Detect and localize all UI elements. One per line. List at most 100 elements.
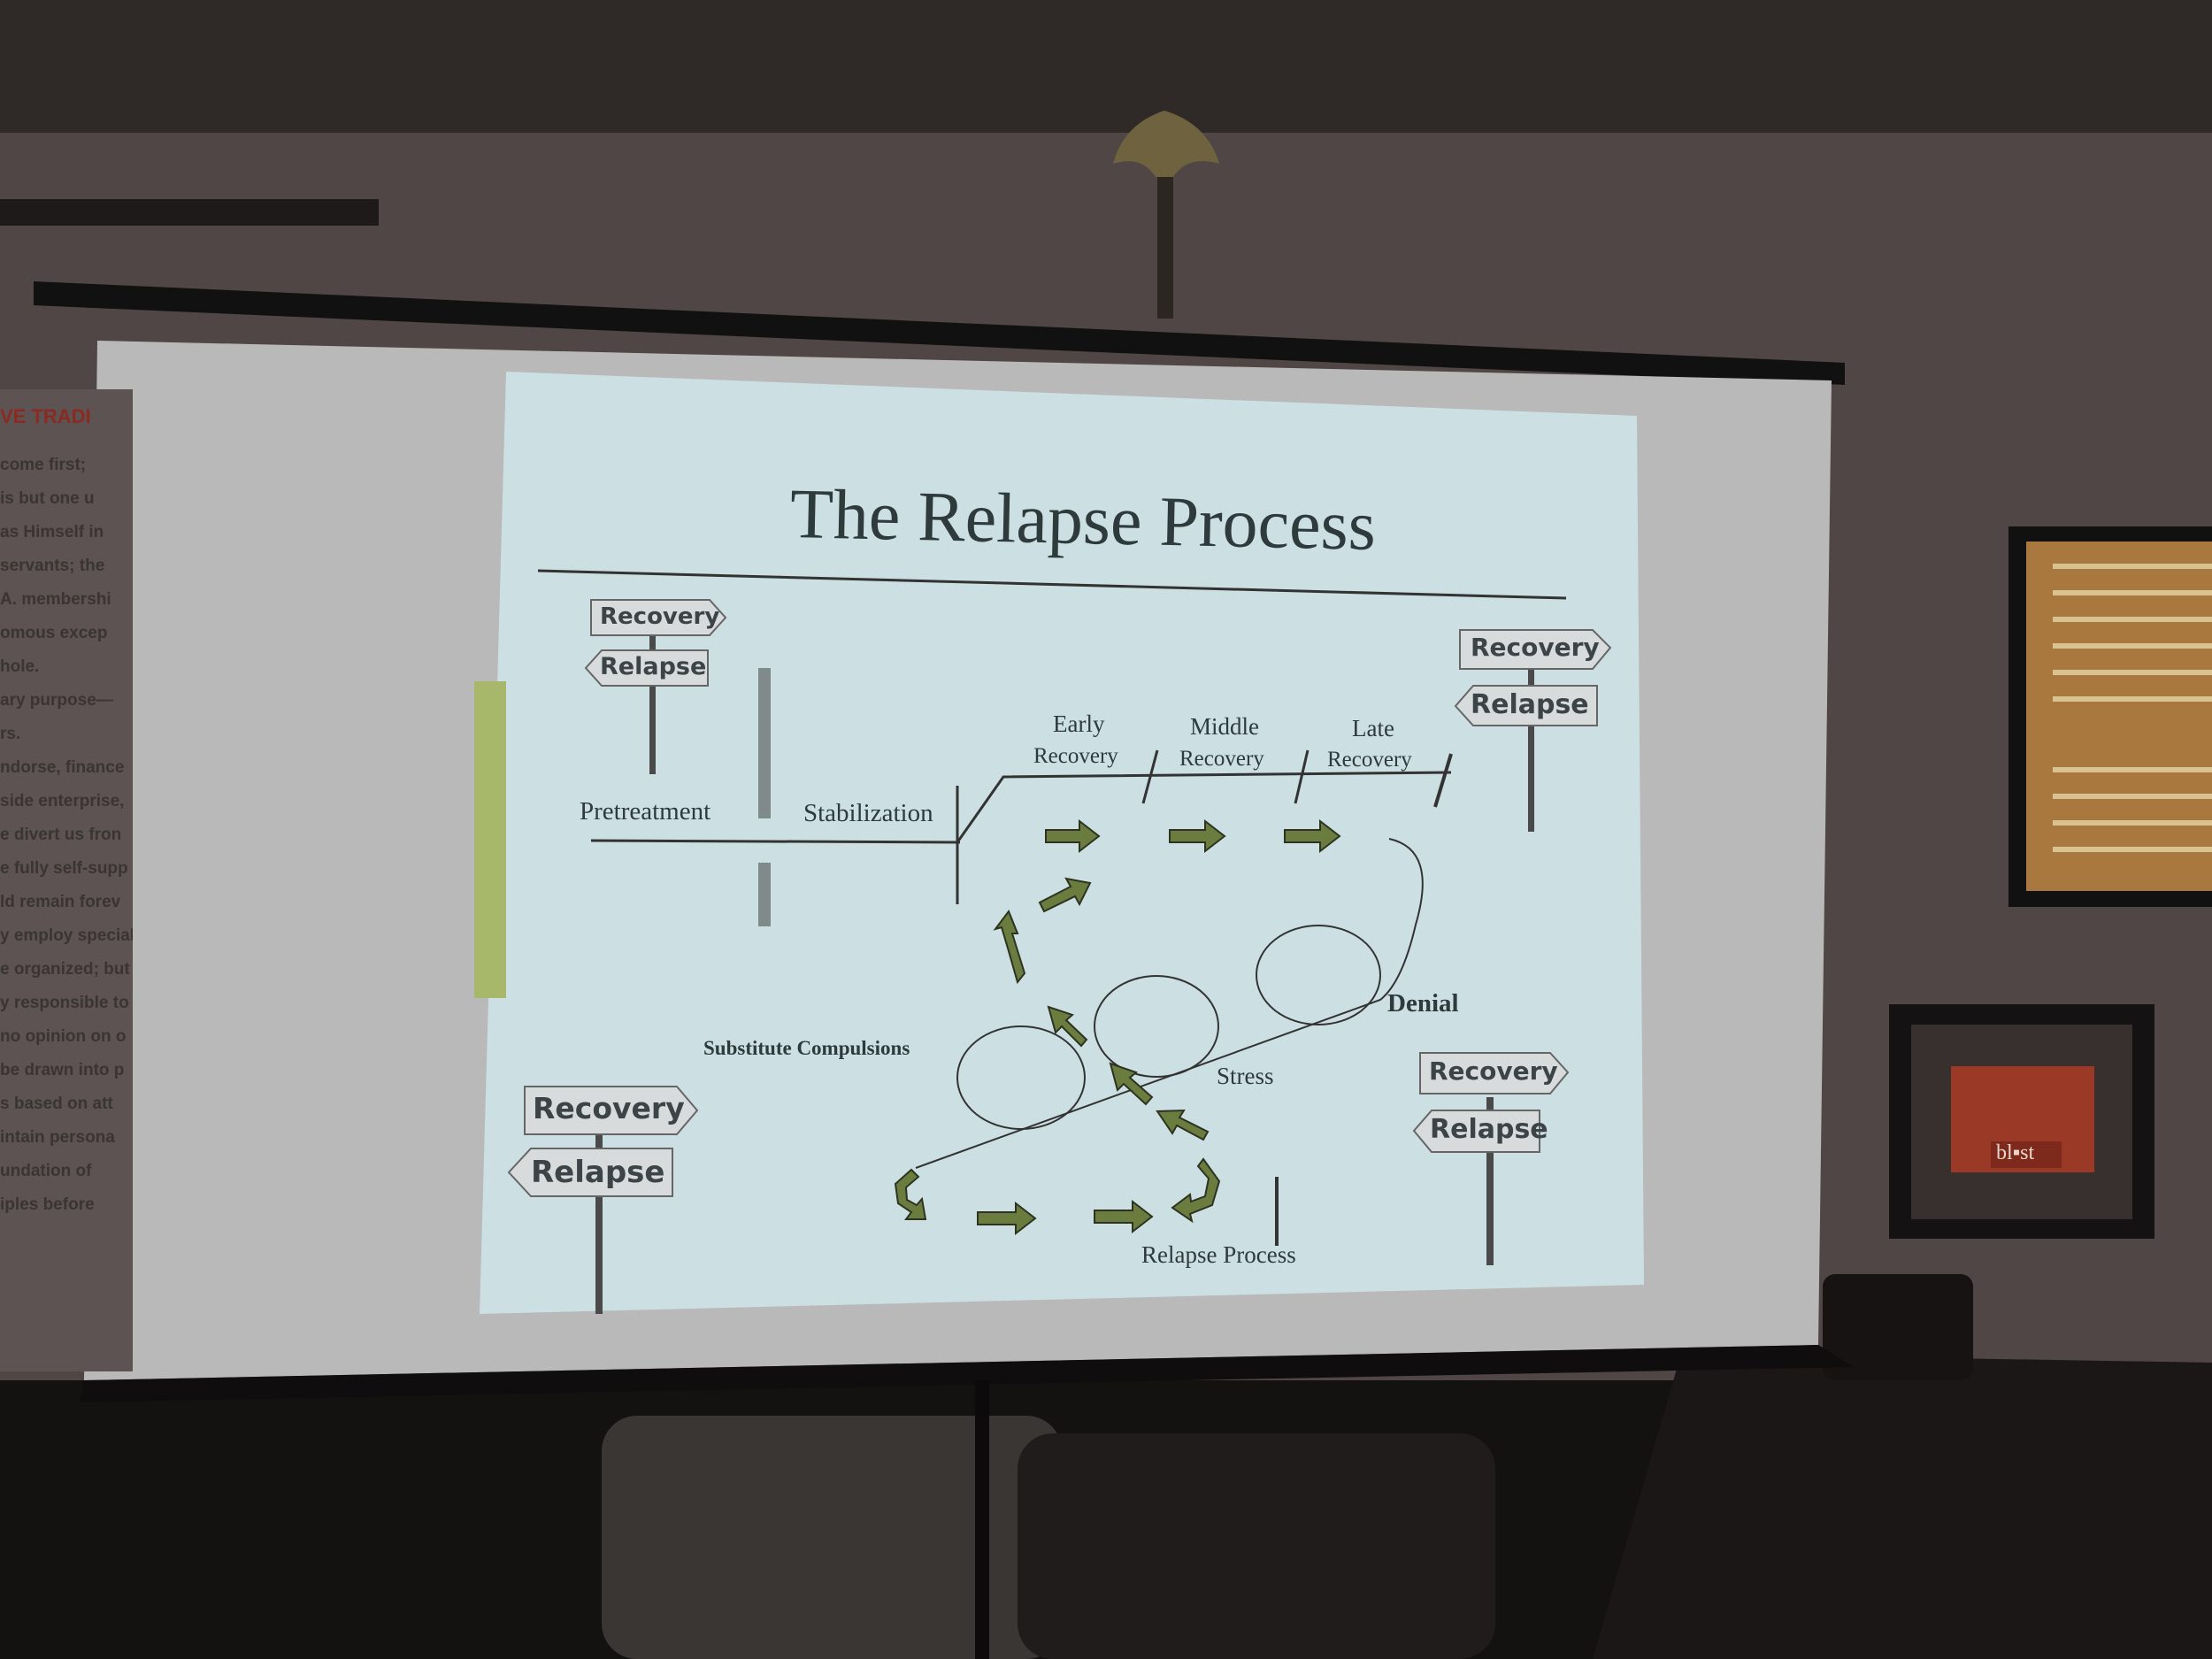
wall-poster-line: e fully self-supp (0, 859, 128, 878)
arrow-right (1045, 818, 1101, 854)
signpost-bottom-left (507, 1086, 699, 1197)
arrow-diagonal-up (1156, 1109, 1210, 1141)
sign-relapse-text: Relapse (531, 1155, 665, 1190)
wall-poster-heading: VE TRADI (0, 405, 91, 427)
wall-poster-line: rs. (0, 725, 21, 743)
vertical-label-fragment (758, 668, 771, 818)
label-pretreatment: Pretreatment (580, 797, 711, 826)
sign-board-relapse (1412, 1110, 1540, 1153)
arrow-diagonal-up (1047, 1005, 1088, 1048)
label-late-recovery-1: Late (1352, 715, 1394, 741)
timeline-line (590, 839, 961, 844)
arrow-right (1284, 818, 1341, 854)
sign-relapse-text: Relapse (1430, 1114, 1548, 1145)
wall-poster (0, 389, 133, 1371)
table (1593, 1354, 2212, 1659)
wall-poster-line: servants; the (0, 557, 105, 575)
window-blinds (2053, 564, 2212, 852)
wall-poster-text: come first; is but one u as Himself in serv… (0, 456, 133, 1279)
wall-rail (0, 199, 379, 226)
wall-poster-line: iples before (0, 1195, 95, 1214)
wall-poster-line: ld remain forev (0, 893, 121, 911)
wall-poster-line: omous excep (0, 624, 108, 642)
wall-poster-line: be drawn into p (0, 1061, 125, 1079)
ceiling-shadow (0, 0, 2212, 133)
circle-stress (1094, 975, 1219, 1078)
wall-poster-line: undation of (0, 1162, 92, 1180)
wall-poster-line: s based on att (0, 1094, 113, 1113)
label-relapse-process: Relapse Process (1141, 1241, 1296, 1268)
slide-title: The Relapse Process (789, 475, 1377, 565)
circle-substitute-compulsions (956, 1025, 1086, 1130)
arrow-right (1169, 818, 1226, 854)
wall-poster-line: come first; (0, 456, 87, 474)
label-middle-recovery-1: Middle (1190, 713, 1259, 740)
circle-denial (1256, 925, 1381, 1025)
chair (602, 1416, 1062, 1659)
sign-board-recovery (590, 599, 727, 636)
sign-board-recovery (1419, 1052, 1570, 1094)
signpost-pole (1486, 1097, 1494, 1265)
wall-poster-line: is but one u (0, 489, 95, 508)
sign-relapse-text: Relapse (1471, 689, 1589, 720)
sign-board-relapse (1454, 685, 1598, 726)
tripod-pole (975, 1380, 989, 1659)
wall-poster-line: y employ special (0, 926, 133, 945)
slide-green-edge (474, 681, 506, 998)
recovery-tick (1294, 749, 1310, 804)
label-middle-recovery-2: Recovery (1179, 747, 1264, 771)
wall-poster-line: y responsible to (0, 994, 129, 1012)
arrow-diagonal-up (1038, 877, 1092, 913)
signpost-pole (1528, 646, 1534, 832)
sign-recovery-text: Recovery (533, 1091, 685, 1125)
sign-board-recovery (524, 1086, 699, 1135)
sign-recovery-text: Recovery (1429, 1056, 1558, 1086)
sign-board-relapse (507, 1148, 673, 1197)
wall-poster-line: ary purpose— (0, 691, 113, 710)
vertical-label-fragment (758, 863, 771, 926)
picture-caption: bl▪st (1996, 1141, 2035, 1164)
wall-poster-line: e divert us fron (0, 826, 122, 844)
signpost-bottom-right (1412, 1052, 1570, 1153)
recovery-tick (1433, 753, 1453, 808)
wall-poster-line: as Himself in (0, 523, 104, 541)
sign-board-recovery (1459, 629, 1612, 670)
wall-poster-line: hole. (0, 657, 40, 676)
wall-poster-line: A. membershi (0, 590, 111, 609)
wall-poster-line: ndorse, finance (0, 758, 125, 777)
screen-top-bar (34, 281, 1845, 385)
arrow-curve-down (1171, 1157, 1221, 1224)
label-late-recovery-2: Recovery (1327, 748, 1412, 772)
sign-board-relapse (584, 649, 709, 687)
screen-bottom-bar (80, 1345, 1854, 1402)
relapse-loop-line (915, 838, 1424, 1169)
arrow-curve-down (894, 1168, 927, 1220)
wall-poster-line: e organized; but (0, 960, 130, 979)
wall-poster-line: intain persona (0, 1128, 115, 1147)
wall-poster-line: no opinion on o (0, 1027, 127, 1046)
signpost-top-right (1454, 629, 1612, 726)
green-arrows (894, 818, 1341, 1236)
sign-relapse-text: Relapse (600, 653, 707, 680)
label-early-recovery-1: Early (1053, 710, 1105, 737)
arrow-right (977, 1201, 1037, 1236)
label-early-recovery-2: Recovery (1033, 744, 1118, 768)
signpost-pole (649, 619, 656, 774)
label-stress: Stress (1217, 1063, 1274, 1089)
title-underline (537, 569, 1567, 600)
chair (1823, 1274, 1973, 1380)
label-substitute-compulsions: Substitute Compulsions (703, 1037, 910, 1059)
label-stabilization: Stabilization (803, 799, 933, 827)
sign-recovery-text: Recovery (600, 603, 720, 630)
signpost-top-left (584, 599, 727, 687)
chair (1018, 1433, 1495, 1659)
label-denial: Denial (1387, 989, 1459, 1018)
wall-poster-line: side enterprise, (0, 792, 125, 810)
recovery-tick (1141, 749, 1159, 804)
arrow-diagonal-up (1109, 1062, 1154, 1106)
sign-recovery-text: Recovery (1471, 633, 1600, 662)
picture-window-image (2026, 541, 2212, 891)
arrow-right (1094, 1199, 1154, 1234)
signpost-pole (595, 1124, 603, 1314)
